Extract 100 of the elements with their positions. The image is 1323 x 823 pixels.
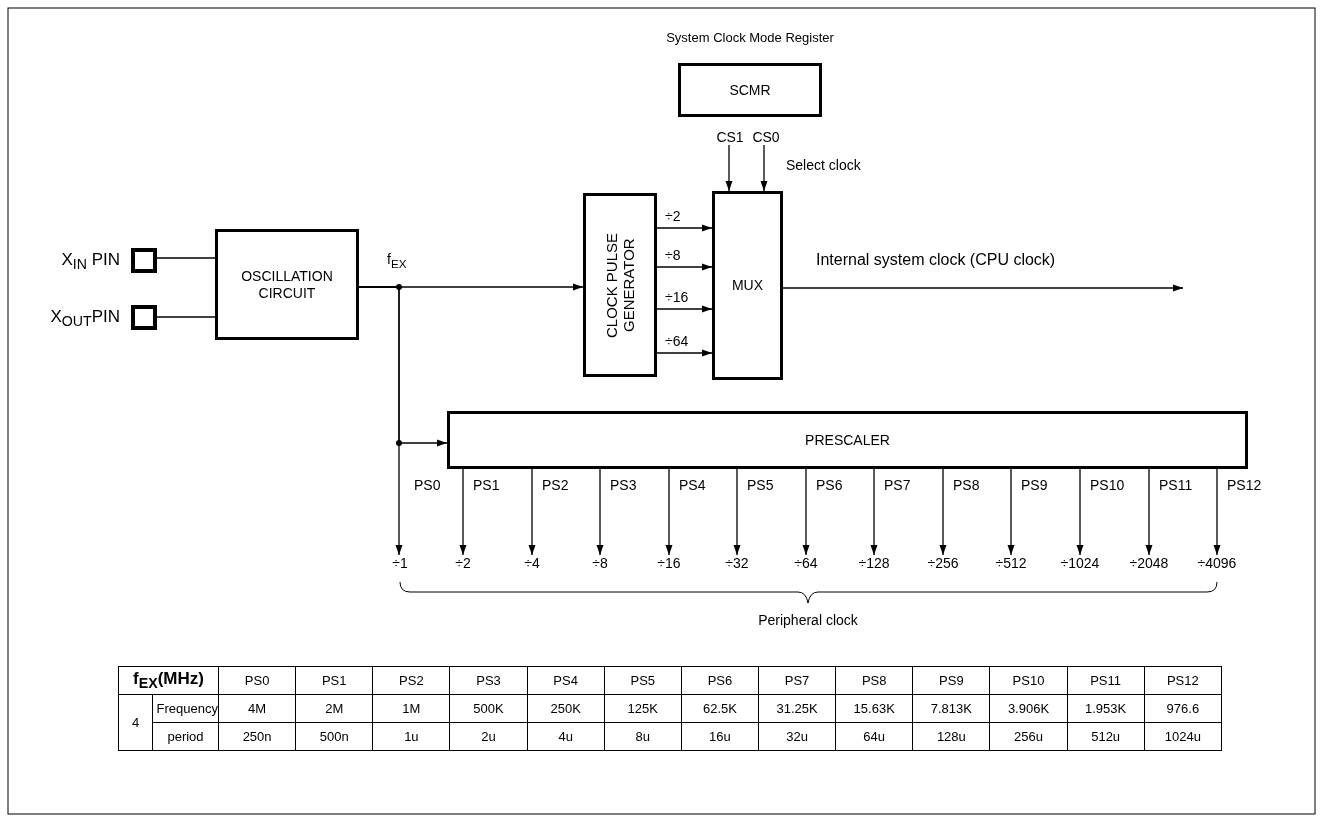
arrow (782, 284, 1184, 292)
divider-label: ÷32 (707, 555, 767, 572)
block-label: SCMR (729, 81, 771, 99)
register-box (678, 63, 822, 117)
table-cell: 32u (758, 722, 836, 751)
arrow (656, 349, 713, 357)
arrow (528, 468, 536, 556)
arrow (656, 305, 713, 313)
table-cell: 7.813K (912, 694, 990, 723)
divider-label: ÷4 (502, 555, 562, 572)
table-header-cell: PS8 (835, 666, 913, 695)
table-header-cell: PS11 (1067, 666, 1145, 695)
edge-label: PS5 (746, 477, 775, 493)
table-cell: period (152, 722, 219, 751)
table-header-cell: PS4 (527, 666, 605, 695)
edge-label: PS2 (541, 477, 570, 493)
table-cell: Frequency (152, 694, 219, 723)
arrow (733, 468, 741, 556)
table-cell: 2M (295, 694, 373, 723)
table-header-cell: PS6 (681, 666, 759, 695)
edge-label: ÷2 (664, 208, 682, 224)
signal-label: CS1 (714, 129, 746, 145)
block-label: CLOCK PULSE GENERATOR (603, 231, 637, 340)
table-cell: 500n (295, 722, 373, 751)
edge-label: PS11 (1158, 477, 1194, 493)
generator-block (583, 193, 657, 377)
table-cell: 31.25K (758, 694, 836, 723)
table-header-cell: PS10 (989, 666, 1068, 695)
note-label: Peripheral clock (757, 612, 859, 628)
pin-pad (131, 305, 157, 330)
divider-label: ÷16 (639, 555, 699, 572)
divider-label: ÷4096 (1187, 555, 1247, 572)
arrow (656, 224, 713, 232)
divider-label: ÷256 (913, 555, 973, 572)
edge-label: PS10 (1089, 477, 1126, 493)
divider-label: ÷1024 (1050, 555, 1110, 572)
table-cell: 976.6 (1144, 694, 1222, 723)
arrow (1145, 468, 1153, 556)
table-cell: 1M (372, 694, 450, 723)
table-cell: 125K (604, 694, 682, 723)
divider-label: ÷2 (433, 555, 493, 572)
table-header-cell: PS0 (218, 666, 296, 695)
note-label: Select clock (786, 157, 861, 173)
edge-label: PS0 (413, 477, 442, 493)
arrow (656, 263, 713, 271)
edge-label: PS6 (815, 477, 844, 493)
table-header-cell: PS12 (1144, 666, 1222, 695)
block-label: PRESCALER (805, 431, 890, 449)
table-header-cell: PS7 (758, 666, 836, 695)
arrow (1007, 468, 1015, 556)
edge-label: PS7 (883, 477, 912, 493)
arrow (870, 468, 878, 556)
block-label: OSCILLATION CIRCUIT (240, 268, 334, 301)
pin-pad (131, 248, 157, 273)
table-cell: 16u (681, 722, 759, 751)
arrow (760, 144, 768, 192)
table-cell: 1024u (1144, 722, 1222, 751)
table-header-cell: PS2 (372, 666, 450, 695)
edge-label: PS1 (472, 477, 501, 493)
edge-label: PS9 (1020, 477, 1049, 493)
block-label: MUX (731, 277, 764, 294)
table-cell: 1u (372, 722, 450, 751)
edge-label: PS3 (609, 477, 638, 493)
arrow (459, 468, 467, 556)
table-header-cell: PS5 (604, 666, 682, 695)
arrow (1076, 468, 1084, 556)
table-cell: 15.63K (835, 694, 913, 723)
register-title: System Clock Mode Register (665, 30, 835, 45)
arrow (939, 468, 947, 556)
table-cell: 500K (449, 694, 528, 723)
divider-label: ÷512 (981, 555, 1041, 572)
table-header-cell: PS3 (449, 666, 528, 695)
table-cell: 3.906K (989, 694, 1068, 723)
edge-label: ÷16 (664, 289, 690, 305)
table-cell: 256u (989, 722, 1068, 751)
oscillator-block (215, 229, 359, 340)
pin-label: X$_{OUT}$PIN (49, 307, 120, 330)
divider-label: ÷2048 (1119, 555, 1179, 572)
table-cell: 1.953K (1067, 694, 1145, 723)
arrow (665, 468, 673, 556)
edge-label: PS8 (952, 477, 981, 493)
table-cell: 128u (912, 722, 990, 751)
table-header-cell: PS1 (295, 666, 373, 695)
table-cell: 62.5K (681, 694, 759, 723)
signal-label: CS0 (750, 129, 782, 145)
connector-line (156, 257, 216, 259)
edge-label: ÷64 (664, 333, 690, 349)
divider-label: ÷128 (844, 555, 904, 572)
table-cell: 8u (604, 722, 682, 751)
table-cell: 4u (527, 722, 605, 751)
arrow (596, 468, 604, 556)
table-cell: 250K (527, 694, 605, 723)
table-cell: 4M (218, 694, 296, 723)
edge-label: PS4 (678, 477, 707, 493)
edge-label: Internal system clock (CPU clock) (815, 252, 1057, 268)
prescaler-block (447, 411, 1248, 469)
table-header-cell: f$_{EX}$(MHz) (118, 666, 219, 695)
arrow (358, 286, 403, 556)
table-cell: 512u (1067, 722, 1145, 751)
pin-label: X$_{IN}$ PIN (60, 250, 120, 273)
